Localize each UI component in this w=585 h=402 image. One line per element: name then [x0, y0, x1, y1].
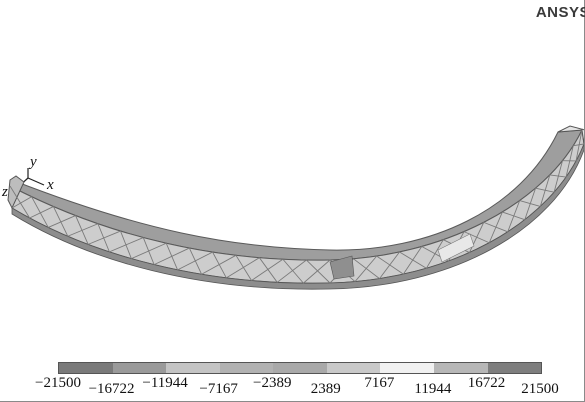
ansys-logo: ANSYS: [535, 4, 585, 21]
truss-diagonal: [201, 254, 237, 275]
x-axis-label: x: [47, 177, 54, 193]
truss-diagonal: [507, 200, 521, 232]
truss-diagonal: [259, 257, 278, 283]
legend-band: [326, 363, 381, 373]
z-axis-label: z: [2, 184, 8, 200]
truss-diagonal: [29, 206, 54, 219]
truss-diagonal: [212, 251, 227, 279]
beam-light-patch: [437, 233, 475, 263]
truss-diagonal: [276, 259, 307, 283]
truss-diagonal: [11, 196, 32, 209]
truss-diagonal: [177, 251, 213, 271]
model-view: [7, 125, 584, 290]
legend-band: [166, 363, 220, 373]
truss-diagonal: [303, 259, 331, 284]
truss-diagonal: [573, 143, 584, 147]
truss-diagonal: [131, 242, 167, 260]
truss-diagonal: [425, 239, 444, 269]
legend-tick-label: 16722: [467, 375, 506, 391]
truss-diagonal: [48, 215, 76, 228]
legend-tick-label: 21500: [521, 381, 559, 397]
truss-diagonal: [565, 145, 574, 178]
truss-diagonal: [488, 211, 503, 243]
truss-diagonal: [251, 258, 284, 281]
legend-band: [380, 363, 434, 373]
truss-diagonal: [282, 258, 304, 284]
legend-band: [273, 363, 327, 373]
beam-lower-chord: [11, 143, 584, 290]
truss-diagonal: [402, 246, 423, 275]
beam-dark-patch: [329, 255, 355, 280]
truss-diagonal: [539, 174, 551, 207]
truss-members: [9, 129, 584, 284]
legend-tick-label: −11944: [142, 375, 188, 391]
truss-diagonal: [524, 188, 536, 220]
truss-diagonal: [575, 129, 583, 162]
truss-diagonal: [53, 206, 69, 237]
beam-end-cap: [557, 125, 584, 145]
y-axis-label: y: [30, 154, 37, 170]
legend-tick-label: −2389: [252, 375, 292, 391]
legend-band: [433, 363, 488, 373]
truss-diagonal: [109, 237, 144, 253]
legend-tick-label: −7167: [199, 381, 238, 397]
truss-diagonal: [87, 230, 121, 245]
beam-left-end: [7, 175, 25, 210]
legend-band: [59, 363, 113, 373]
truss-diagonal: [9, 185, 31, 219]
truss-diagonal: [306, 259, 331, 284]
legend-tick-label: 11944: [414, 381, 452, 397]
curved-truss-beam: [7, 125, 584, 290]
legend-tick-label: −21500: [35, 375, 81, 391]
truss-diagonal: [235, 255, 252, 281]
truss-diagonal: [226, 257, 260, 279]
truss-diagonal: [67, 223, 99, 237]
legend-band: [487, 363, 542, 373]
truss-diagonal: [469, 222, 485, 253]
legend-tick-label: 2389: [310, 381, 341, 397]
truss-diagonal: [354, 255, 378, 282]
contour-legend-bar: [58, 362, 542, 374]
truss-diagonal: [31, 196, 49, 228]
legend-band: [219, 363, 274, 373]
truss-diagonal: [153, 247, 190, 266]
legend-tick-label: −16722: [88, 381, 135, 397]
legend-tick-label: 7167: [364, 375, 395, 391]
legend-band: [112, 363, 167, 373]
truss-diagonal: [553, 160, 563, 193]
truss-diagonal: [379, 251, 400, 279]
